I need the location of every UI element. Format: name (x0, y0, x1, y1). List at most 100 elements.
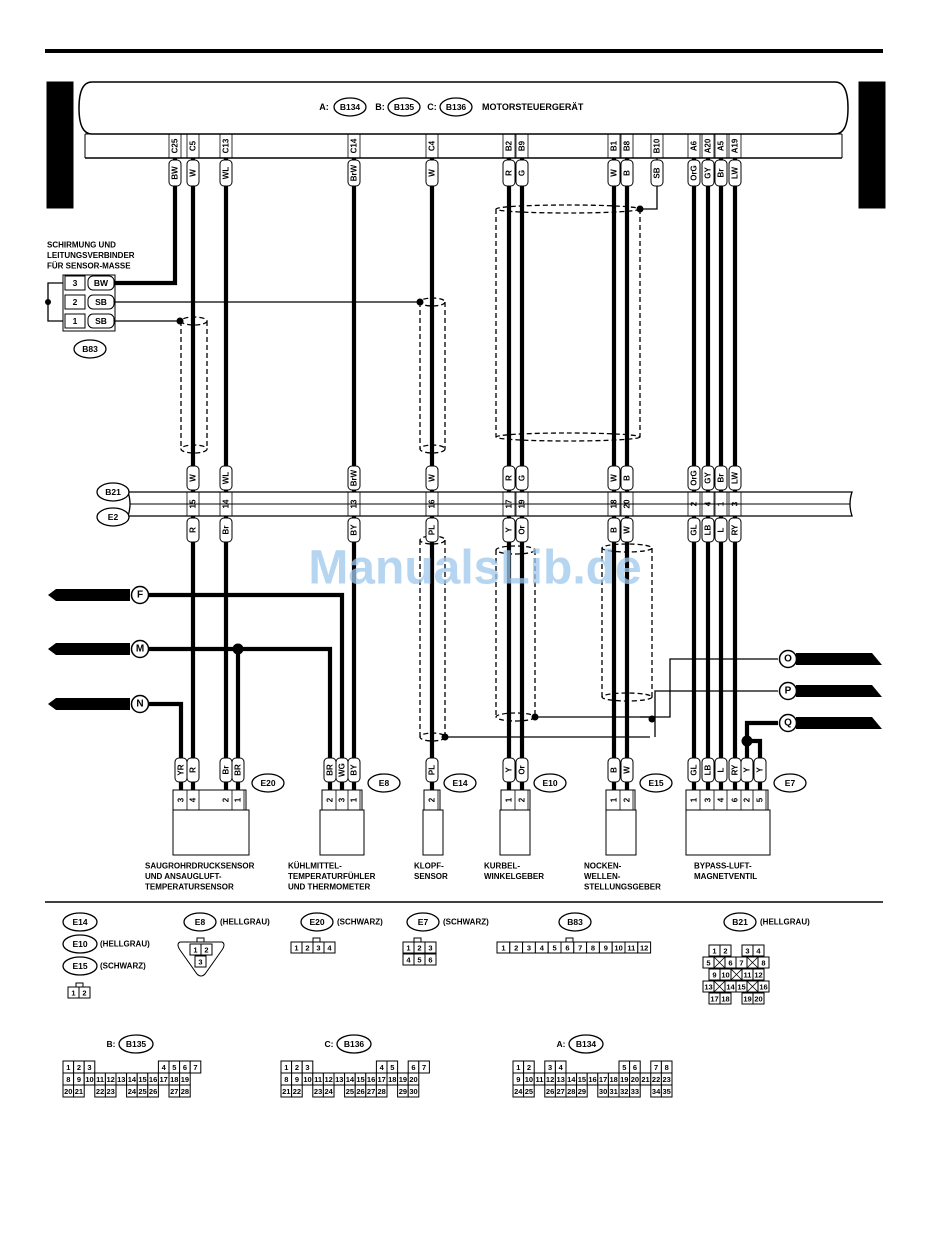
pin-number: 16 (588, 1075, 596, 1084)
pin-number: 4 (327, 944, 332, 953)
component-label: KURBEL- (484, 862, 520, 871)
junction-lower-color-tag (219, 517, 233, 543)
legend-e10-note: (HELLGRAU) (100, 940, 150, 949)
x-cell-line (746, 980, 759, 993)
junction-pin: 1 (717, 501, 726, 506)
legend-e10-id: E10 (72, 939, 87, 949)
ecu-pin-number: A6 (690, 140, 699, 151)
pin-number: 14 (726, 983, 735, 992)
legend-e20-note: (SCHWARZ) (337, 918, 383, 927)
component-wire-color: RY (731, 764, 740, 775)
pin-number: 28 (181, 1087, 189, 1096)
junction-pin: 15 (189, 499, 198, 508)
junction-upper-color-tag (620, 465, 634, 491)
pin-cell (200, 943, 213, 956)
pin-number: 3 (548, 1063, 552, 1072)
junction-upper-color-tag (607, 465, 621, 491)
component-wire-color: LB (704, 764, 713, 775)
pin-number: 15 (138, 1075, 146, 1084)
ecu-wire-color: W (428, 169, 437, 177)
pin-number: 14 (346, 1075, 355, 1084)
junction-pin: 2 (690, 501, 699, 506)
pin-number: 18 (721, 995, 729, 1004)
pin-number: 5 (172, 1063, 176, 1072)
component-wire-color-tag (347, 757, 361, 783)
ecu-part-prefix: C: (427, 102, 437, 112)
pin-number: 12 (546, 1075, 554, 1084)
legend-e14-id: E14 (72, 917, 87, 927)
component-wire-color: WG (338, 763, 347, 777)
junction-upper-color: W (189, 474, 198, 482)
legend-key (196, 937, 205, 943)
shield-bottom (495, 432, 641, 442)
component-pin: 3 (338, 797, 347, 802)
shield-cam-lower (601, 543, 653, 702)
pin-number: 1 (712, 947, 716, 956)
ecu-wire-color-tag (728, 159, 742, 187)
shield-bottom (180, 444, 208, 454)
junction-upper-color-tag (425, 465, 439, 491)
component-body (499, 809, 531, 856)
pin-number: 14 (128, 1075, 137, 1084)
pin-number: 21 (75, 1087, 83, 1096)
legend-b83-id: B83 (567, 917, 583, 927)
pin-number: 20 (64, 1087, 72, 1096)
component-id-oval (639, 773, 673, 793)
wire-m-to-e8 (148, 646, 333, 790)
junction-lower-color: Or (518, 525, 527, 534)
ecu-pin-number: A5 (717, 140, 726, 151)
component-wire-color-tag (502, 757, 516, 783)
component-id: E10 (542, 778, 557, 788)
pin-number: 5 (622, 1063, 626, 1072)
pin-number: 15 (356, 1075, 364, 1084)
pin-number: 11 (536, 1075, 544, 1084)
shield-label-line: LEITUNGSVERBINDER (47, 251, 135, 260)
legend-key (75, 982, 84, 988)
component-wire-color-tag (740, 757, 754, 783)
component-wire-color: GL (690, 764, 699, 775)
wire-bw (115, 158, 178, 286)
pin-number: 31 (610, 1087, 618, 1096)
component-pin: 1 (350, 797, 359, 802)
pin-number: 6 (633, 1063, 637, 1072)
shield-knock-upper (419, 297, 446, 454)
pin-number: 20 (754, 995, 762, 1004)
pin-cell (523, 1084, 535, 1098)
pin-cell (418, 1060, 430, 1074)
pin-number: 29 (399, 1087, 407, 1096)
component-pin: 6 (731, 797, 740, 802)
junction-upper-color: B (623, 475, 632, 481)
component-label: MAGNETVENTIL (694, 872, 757, 881)
shields (180, 204, 653, 742)
pin-number: 17 (710, 995, 718, 1004)
pin-number: 4 (406, 956, 411, 965)
component-id-oval (533, 773, 567, 793)
junction-pin: 20 (623, 499, 632, 508)
pin-number: 25 (346, 1087, 354, 1096)
pin-number: 13 (704, 983, 712, 992)
pin-number: 7 (578, 944, 582, 953)
pin-number: 30 (409, 1087, 417, 1096)
component-pin: 3 (177, 797, 186, 802)
ref-right-circle (778, 713, 798, 733)
legend-b21-id: B21 (732, 917, 748, 927)
component-pin: 4 (717, 797, 726, 802)
pin-number: 21 (282, 1087, 290, 1096)
b83-color-tag (87, 275, 115, 291)
pin-number: 28 (378, 1087, 386, 1096)
legend-b135-id: B135 (126, 1039, 147, 1049)
pin-number: 2 (723, 947, 727, 956)
junction-upper-color-tag (502, 465, 516, 491)
component-wire-color: BR (234, 764, 243, 776)
component-wire-color: B (610, 767, 619, 773)
pin-number: 33 (631, 1087, 639, 1096)
component-id: E15 (648, 778, 663, 788)
ecu-wire-color: W (610, 169, 619, 177)
ecu-wire-color-tag (515, 159, 529, 187)
pin-number: 12 (640, 944, 648, 953)
shield-label-line: SCHIRMUNG UND (47, 241, 116, 250)
component-wire-color-tag (701, 757, 715, 783)
